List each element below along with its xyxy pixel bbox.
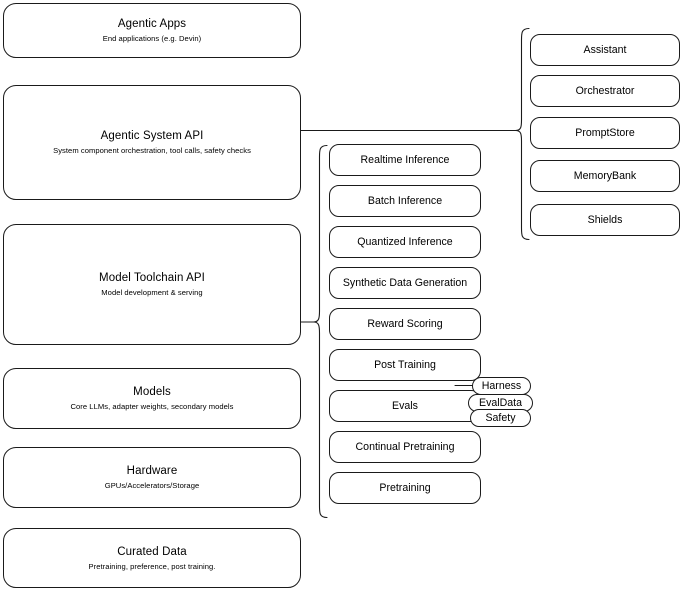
layer-subtitle: Model development & serving [101, 288, 203, 297]
toolchain-item-continual-pretraining[interactable]: Continual Pretraining [329, 431, 481, 463]
layer-title: Hardware [126, 465, 178, 477]
toolchain-item-label: Post Training [374, 359, 436, 371]
toolchain-item-label: Pretraining [379, 482, 431, 494]
layer-model-toolchain-api[interactable]: Model Toolchain API Model development & … [3, 224, 301, 345]
system-item-label: Shields [587, 214, 623, 226]
eval-badge-label: Harness [481, 380, 522, 392]
toolchain-item-synthetic-data-generation[interactable]: Synthetic Data Generation [329, 267, 481, 299]
toolchain-item-quantized-inference[interactable]: Quantized Inference [329, 226, 481, 258]
eval-badge-harness[interactable]: Harness [472, 377, 531, 395]
layer-models[interactable]: Models Core LLMs, adapter weights, secon… [3, 368, 301, 429]
toolchain-item-label: Batch Inference [367, 195, 443, 207]
toolchain-item-batch-inference[interactable]: Batch Inference [329, 185, 481, 217]
eval-badge-label: Safety [485, 412, 516, 424]
layer-subtitle: System component orchestration, tool cal… [53, 146, 251, 155]
toolchain-item-post-training[interactable]: Post Training [329, 349, 481, 381]
eval-badge-label: EvalData [479, 397, 522, 409]
system-item-label: MemoryBank [573, 170, 637, 182]
layer-agentic-apps[interactable]: Agentic Apps End applications (e.g. Devi… [3, 3, 301, 58]
toolchain-item-realtime-inference[interactable]: Realtime Inference [329, 144, 481, 176]
layer-hardware[interactable]: Hardware GPUs/Accelerators/Storage [3, 447, 301, 508]
toolchain-item-label: Quantized Inference [357, 236, 453, 248]
system-item-memorybank[interactable]: MemoryBank [530, 160, 680, 192]
system-item-orchestrator[interactable]: Orchestrator [530, 75, 680, 107]
toolchain-item-evals[interactable]: Evals [329, 390, 481, 422]
layer-title: Agentic System API [100, 130, 204, 142]
layer-title: Curated Data [117, 545, 187, 558]
system-item-shields[interactable]: Shields [530, 204, 680, 236]
layer-title: Agentic Apps [117, 18, 187, 30]
system-item-label: Orchestrator [575, 85, 635, 97]
toolchain-item-pretraining[interactable]: Pretraining [329, 472, 481, 504]
layer-subtitle: Pretraining, preference, post training. [88, 561, 216, 571]
toolchain-item-label: Continual Pretraining [355, 441, 455, 453]
system-item-assistant[interactable]: Assistant [530, 34, 680, 66]
brace-toolchain-components [312, 144, 328, 519]
eval-badge-safety[interactable]: Safety [470, 409, 531, 427]
toolchain-item-label: Reward Scoring [367, 318, 443, 330]
toolchain-item-label: Synthetic Data Generation [342, 277, 468, 289]
layer-title: Model Toolchain API [99, 272, 205, 284]
system-item-label: Assistant [583, 44, 627, 56]
brace-system-components [514, 27, 530, 241]
layer-subtitle: GPUs/Accelerators/Storage [104, 481, 200, 490]
layer-curated-data[interactable]: Curated Data Pretraining, preference, po… [3, 528, 301, 588]
toolchain-item-label: Realtime Inference [360, 154, 450, 166]
layer-subtitle: Core LLMs, adapter weights, secondary mo… [70, 402, 234, 411]
layer-agentic-system-api[interactable]: Agentic System API System component orch… [3, 85, 301, 200]
system-item-label: PromptStore [575, 127, 635, 139]
layer-title: Models [133, 386, 171, 398]
toolchain-item-reward-scoring[interactable]: Reward Scoring [329, 308, 481, 340]
system-item-promptstore[interactable]: PromptStore [530, 117, 680, 149]
layer-subtitle: End applications (e.g. Devin) [102, 34, 202, 43]
toolchain-item-label: Evals [392, 400, 418, 412]
